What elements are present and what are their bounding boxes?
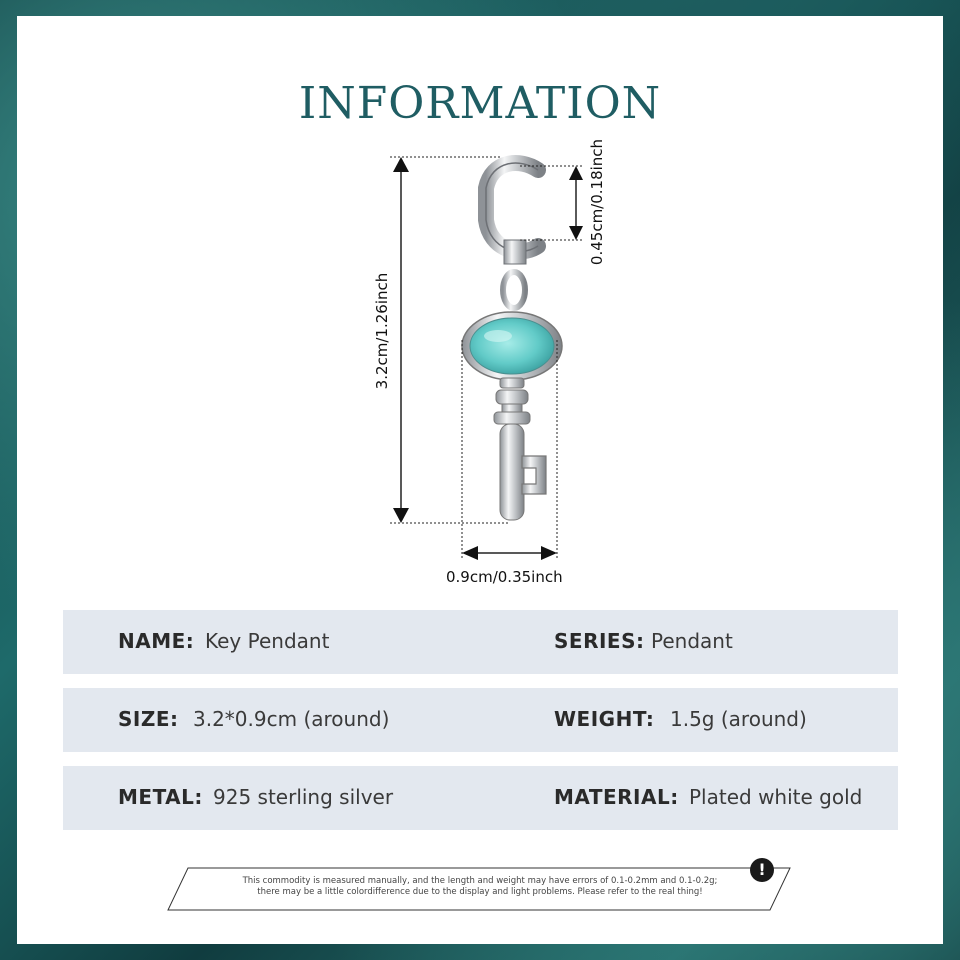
- size-value: 3.2*0.9cm (around): [193, 707, 390, 731]
- spec-row-size-weight: SIZE: 3.2*0.9cm (around) WEIGHT: 1.5g (a…: [63, 688, 898, 752]
- width-dimension-label: 0.9cm/0.35inch: [446, 568, 563, 586]
- notice-text: This commodity is measured manually, and…: [0, 876, 960, 898]
- metal-label: METAL:: [118, 785, 203, 809]
- bail-dimension-line: [520, 165, 584, 241]
- notice-line-2: there may be a little colordifference du…: [257, 887, 703, 897]
- series-label: SERIES:: [554, 629, 645, 653]
- bail-clasp: [478, 155, 546, 265]
- weight-label: WEIGHT:: [554, 707, 655, 731]
- spec-row-metal-material: METAL: 925 sterling silver MATERIAL: Pla…: [63, 766, 898, 830]
- name-value: Key Pendant: [205, 629, 330, 653]
- gem-setting: [461, 311, 563, 381]
- notice-line-1: This commodity is measured manually, and…: [242, 876, 718, 886]
- width-dimension-line: [461, 340, 558, 560]
- series-value: Pendant: [651, 629, 733, 653]
- weight-value: 1.5g (around): [670, 707, 807, 731]
- key-bit: [521, 455, 547, 495]
- height-dimension-line: [390, 156, 510, 524]
- spec-row-name-series: NAME: Key Pendant SERIES: Pendant: [63, 610, 898, 674]
- name-label: NAME:: [118, 629, 195, 653]
- exclamation-icon: !: [750, 858, 774, 882]
- jump-ring: [500, 269, 528, 311]
- size-label: SIZE:: [118, 707, 179, 731]
- metal-value: 925 sterling silver: [213, 785, 394, 809]
- page-title: INFORMATION: [298, 78, 662, 129]
- key-shaft: [493, 377, 531, 521]
- material-label: MATERIAL:: [554, 785, 679, 809]
- material-value: Plated white gold: [689, 785, 863, 809]
